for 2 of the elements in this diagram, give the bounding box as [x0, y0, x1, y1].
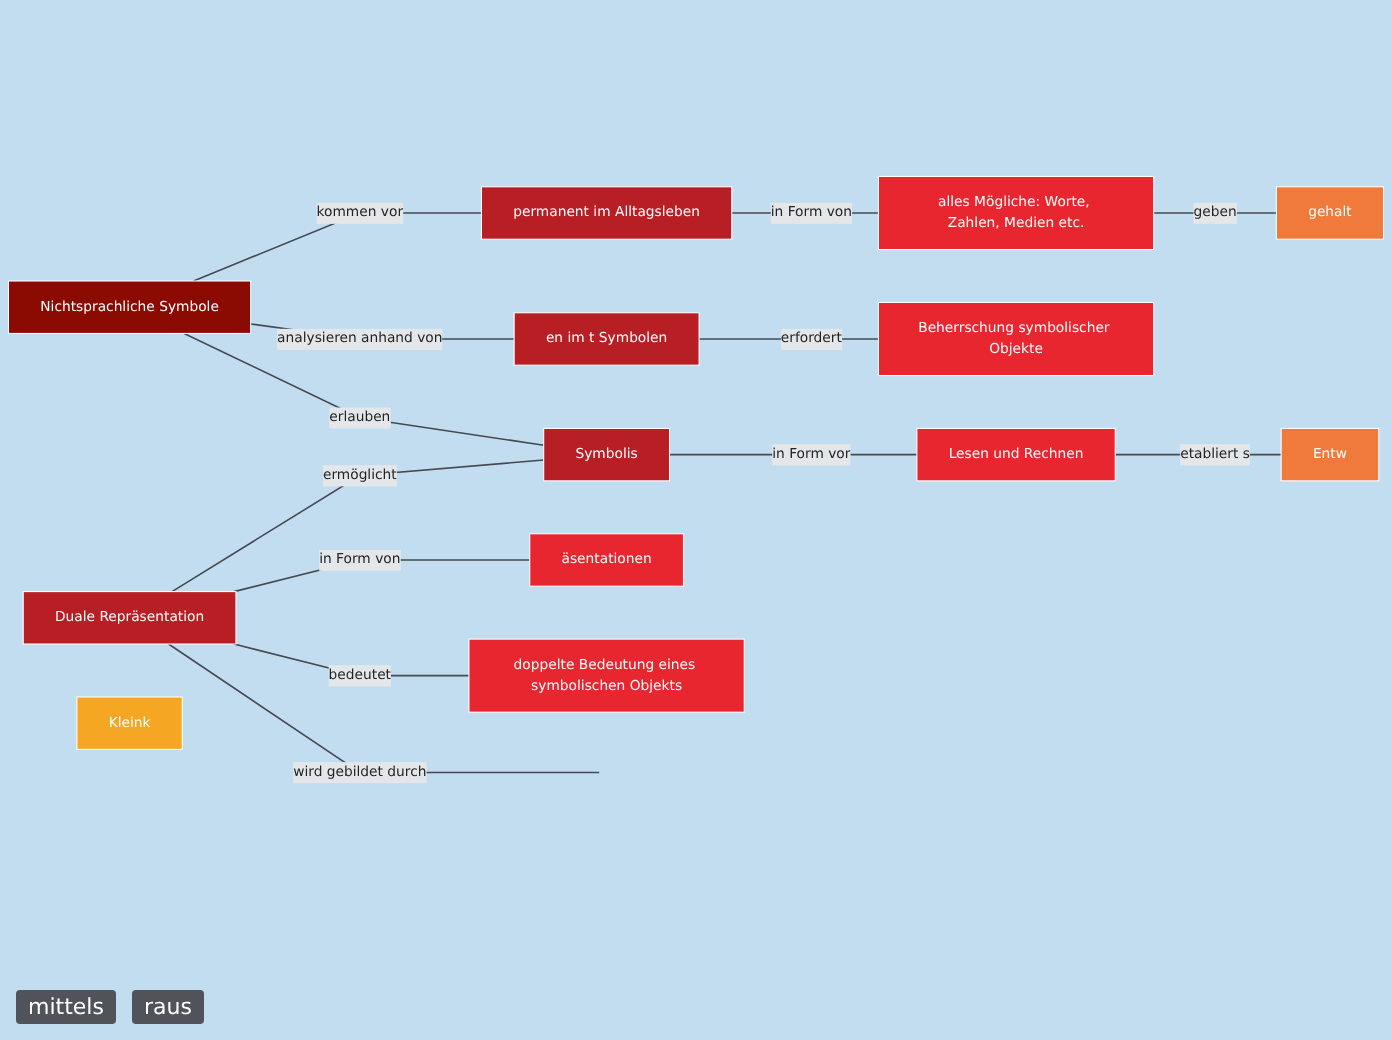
label-tag: raus: [131, 990, 204, 1024]
label-tag: mittels: [16, 990, 116, 1024]
